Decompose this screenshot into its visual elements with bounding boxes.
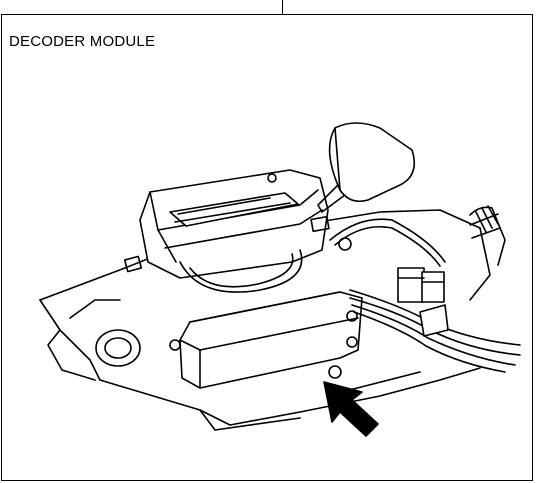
arrow-icon [323,381,379,437]
top-divider-tick [282,0,283,14]
figure-caption: DECODER MODULE [9,33,156,50]
figure-panel [1,14,533,481]
shifter-housing [123,169,352,293]
probe-tool [317,122,416,213]
corrugated-cable [469,205,506,266]
decoder-module-box [169,291,363,389]
wiring-harness [329,218,521,373]
